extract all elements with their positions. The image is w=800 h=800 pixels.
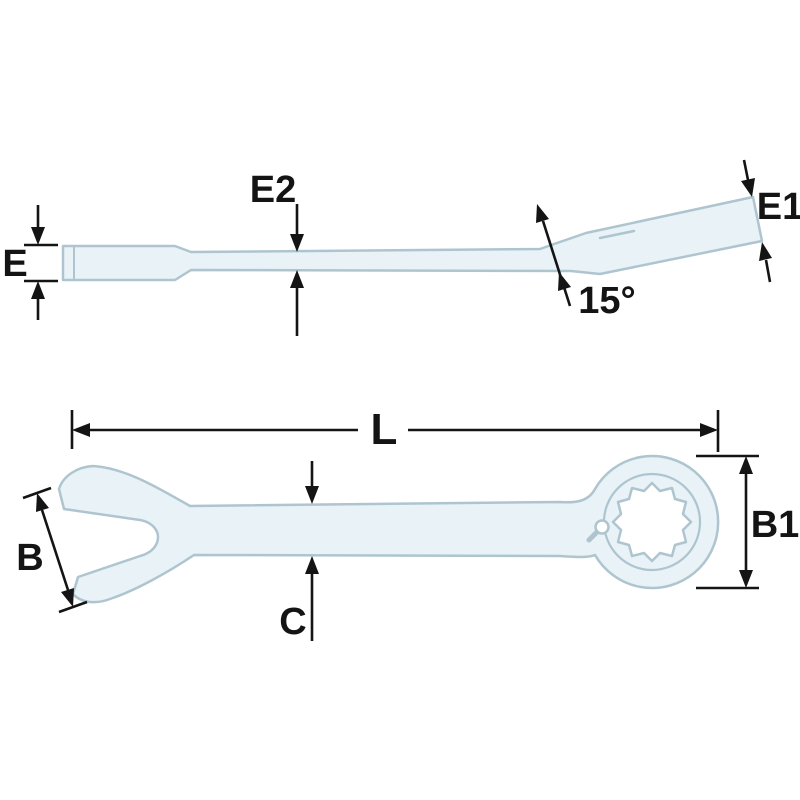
dim-label-b1: B1 xyxy=(751,504,800,546)
dim-label-e2: E2 xyxy=(250,169,296,211)
b1-arrow-down-icon xyxy=(739,570,753,588)
c-arrow-down-icon xyxy=(305,486,319,504)
dim-label-e1: E1 xyxy=(757,186,800,228)
b-arrow-top-icon xyxy=(36,493,49,512)
e1-dim-tail-bottom xyxy=(764,259,772,283)
l-arrow-left-icon xyxy=(72,423,90,437)
dim-label-e: E xyxy=(2,243,27,285)
e1-dim-tail-top xyxy=(742,159,750,181)
b-dim-line xyxy=(40,509,70,591)
side-view: E E2 E1 15° xyxy=(2,159,800,336)
angle-arrow-top-icon xyxy=(536,204,549,223)
reverse-lever-pin xyxy=(594,519,610,535)
angle-reference-line xyxy=(541,220,572,307)
dim-label-b: B xyxy=(16,537,43,579)
side-view-lever-slot-line xyxy=(598,229,636,240)
e2-arrow-down-icon xyxy=(290,234,304,252)
b-arrow-bottom-icon xyxy=(61,588,74,607)
b1-arrow-up-icon xyxy=(739,456,753,474)
e-arrow-down-icon xyxy=(31,227,45,245)
e2-arrow-up-icon xyxy=(290,270,304,288)
top-view-wrench-body xyxy=(57,454,720,604)
c-arrow-up-icon xyxy=(305,556,319,574)
e1-arrow-up-icon xyxy=(759,242,772,261)
top-view: L B C B1 xyxy=(16,405,799,643)
side-view-wrench-body xyxy=(61,195,764,282)
dim-label-l: L xyxy=(371,405,398,454)
l-arrow-right-icon xyxy=(700,423,718,437)
dim-label-c: C xyxy=(279,601,306,643)
dim-label-angle: 15° xyxy=(578,280,635,322)
twelve-point-socket-opening xyxy=(611,481,693,563)
e-arrow-up-icon xyxy=(31,281,45,299)
angle-arrow-bottom-icon xyxy=(558,272,571,291)
e1-arrow-down-icon xyxy=(741,178,755,197)
